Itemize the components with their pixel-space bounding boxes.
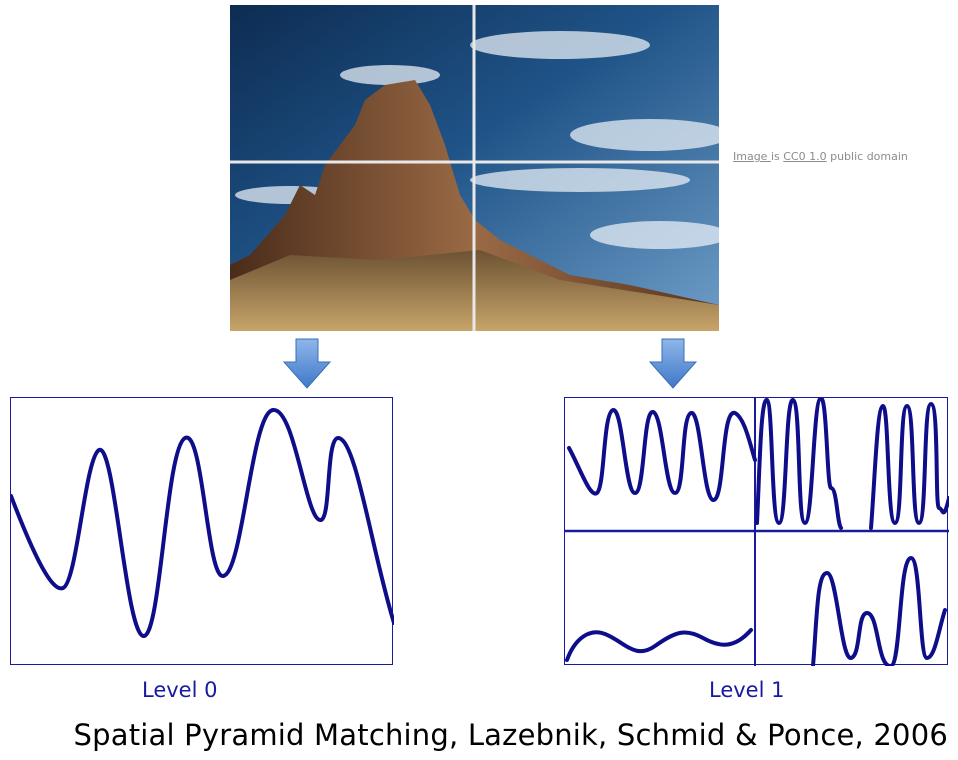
level0-label: Level 0: [142, 678, 218, 702]
level1-label: Level 1: [709, 678, 785, 702]
desert-butte-photo: [230, 5, 719, 331]
level1-curve-top-right: [755, 398, 843, 530]
credit-tail-text: public domain: [826, 150, 908, 163]
down-arrow-icon-left: [282, 338, 332, 390]
credit-is-text: is: [770, 150, 784, 163]
down-arrow-icon-right: [648, 338, 698, 390]
level1-curve-bottom-left: [565, 628, 753, 662]
level0-curve: [11, 408, 394, 638]
level1-curve-bottom-right: [811, 555, 947, 666]
license-link[interactable]: CC0 1.0: [783, 150, 827, 163]
image-credit: Image is CC0 1.0 public domain: [733, 150, 908, 163]
image-link[interactable]: Image: [733, 150, 771, 163]
level1-curve-top-left: [567, 407, 757, 502]
level1-curve-top-right-2: [869, 401, 949, 530]
level1-histogram: [564, 397, 949, 666]
citation-caption: Spatial Pyramid Matching, Lazebnik, Schm…: [73, 718, 948, 752]
level0-histogram: [10, 397, 394, 665]
